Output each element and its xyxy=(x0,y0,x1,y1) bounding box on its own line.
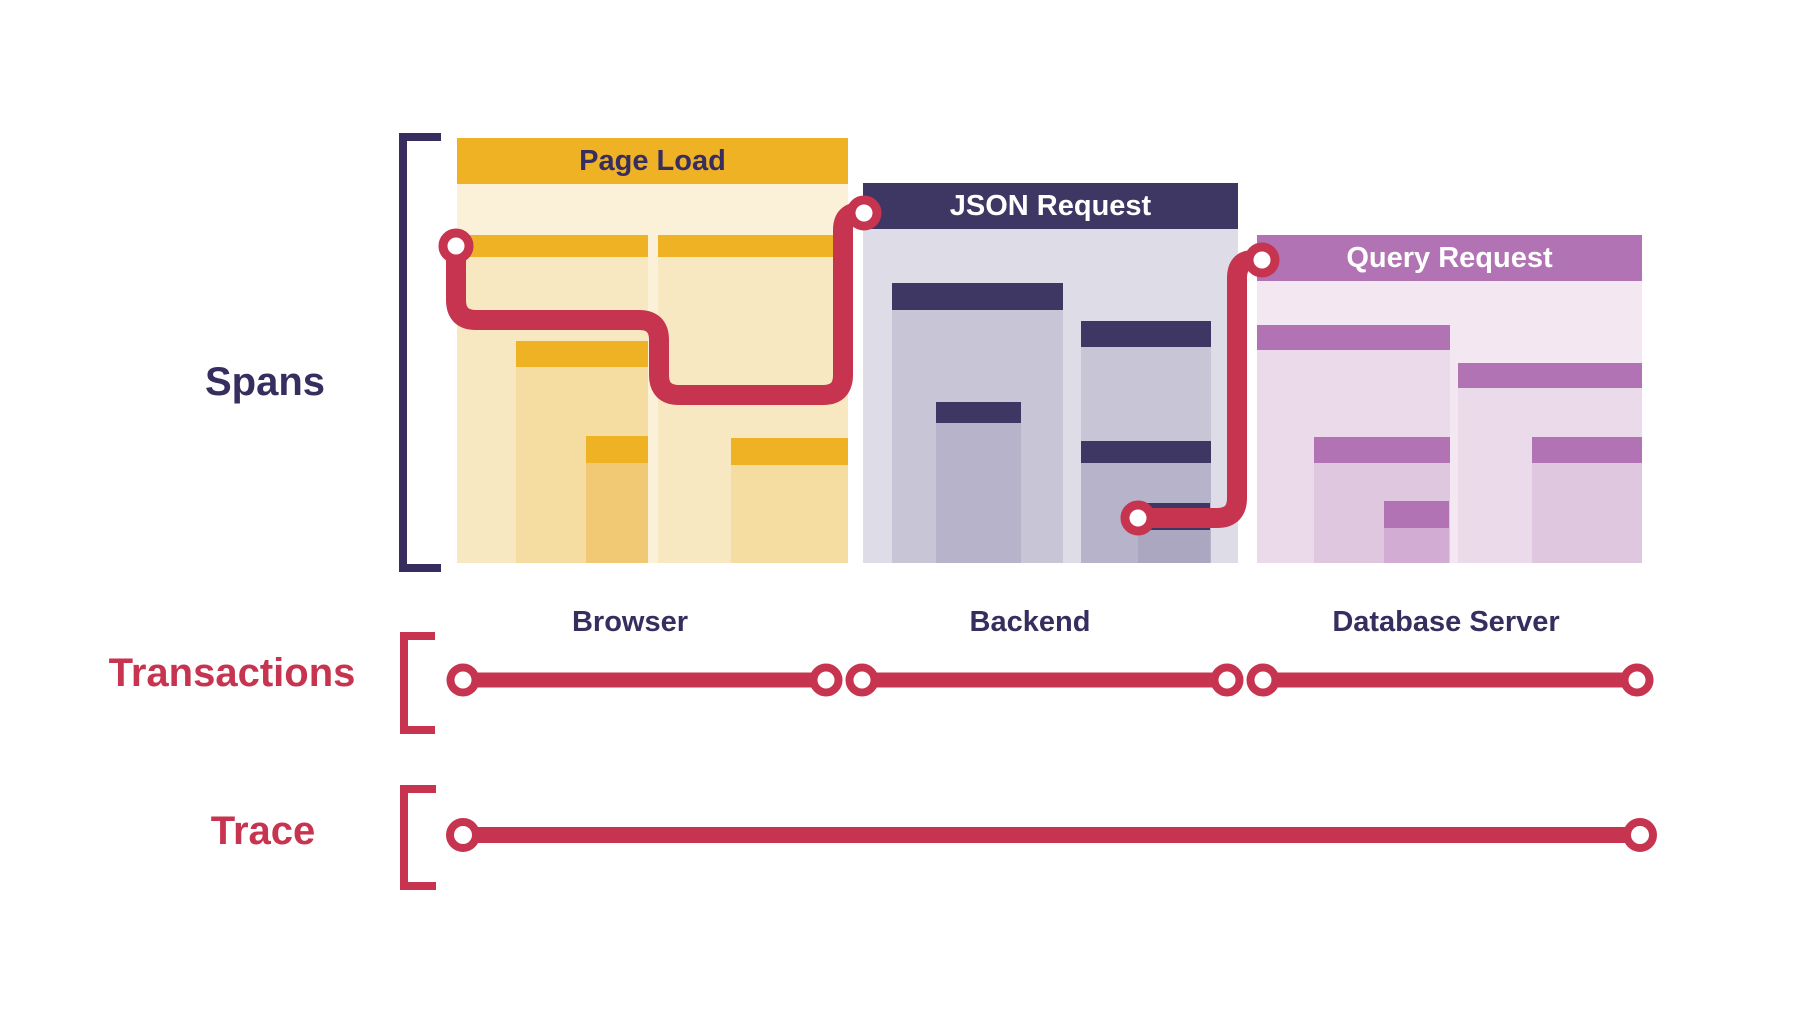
transaction-node-icon xyxy=(809,663,843,697)
panel-body-query-request xyxy=(1257,281,1642,563)
span-bar-header xyxy=(1081,321,1211,347)
span-bar xyxy=(1384,501,1449,563)
span-bar-header xyxy=(936,402,1021,423)
transaction-node-icon xyxy=(1620,663,1654,697)
span-bar-header xyxy=(892,283,1063,310)
span-bar xyxy=(731,438,848,563)
span-bar-header xyxy=(658,235,848,257)
spans-bracket xyxy=(399,133,441,572)
span-bar xyxy=(586,436,648,563)
transactions-row-label: Transactions xyxy=(108,651,356,695)
span-bar-header xyxy=(586,436,648,463)
panel-body-json-request xyxy=(863,229,1238,563)
panel-title-query-request: Query Request xyxy=(1257,235,1642,281)
transaction-node-icon xyxy=(446,663,480,697)
transaction-node-icon xyxy=(1210,663,1244,697)
trace-row-label: Trace xyxy=(210,809,316,853)
span-bar-header xyxy=(1384,501,1449,528)
transaction-node-icon xyxy=(1246,663,1280,697)
span-bar xyxy=(1138,503,1210,563)
transaction-panel-query-request: Query Request xyxy=(1257,235,1642,563)
span-bar-header xyxy=(457,235,648,257)
transaction-node-icon xyxy=(845,663,879,697)
span-bar-header xyxy=(1458,363,1642,388)
span-bar-header xyxy=(1532,437,1642,463)
panel-title-page-load: Page Load xyxy=(457,138,848,184)
transaction-panel-json-request: JSON Request xyxy=(863,183,1238,563)
service-label-database: Database Server xyxy=(1332,606,1560,638)
span-bar xyxy=(1532,437,1642,563)
panel-title-json-request: JSON Request xyxy=(863,183,1238,229)
trace-node-icon xyxy=(1623,818,1657,852)
span-bar-header xyxy=(731,438,848,465)
service-label-browser: Browser xyxy=(571,606,689,638)
panel-body-page-load xyxy=(457,184,848,563)
span-bar-header xyxy=(1257,325,1450,350)
span-bar-header xyxy=(1138,503,1210,530)
span-bar xyxy=(936,402,1021,563)
trace-node-icon xyxy=(446,818,480,852)
transaction-panel-page-load: Page Load xyxy=(457,138,848,563)
trace-bracket xyxy=(400,785,436,890)
span-bar-header xyxy=(1081,441,1211,463)
transactions-bracket xyxy=(400,632,435,734)
span-bar-header xyxy=(516,341,648,367)
spans-row-label: Spans xyxy=(204,360,326,404)
span-bar-header xyxy=(1314,437,1450,463)
service-label-backend: Backend xyxy=(969,606,1091,638)
